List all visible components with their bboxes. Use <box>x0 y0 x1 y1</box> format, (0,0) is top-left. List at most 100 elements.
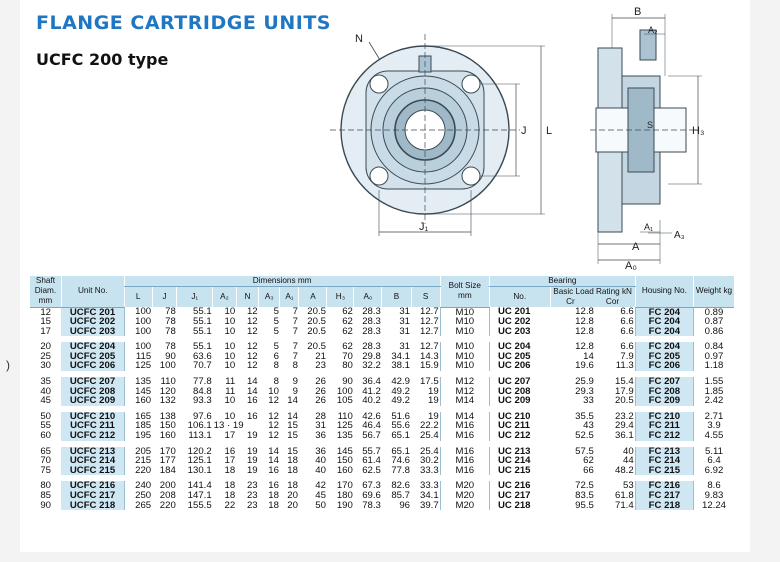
side-cartridge <box>639 29 657 61</box>
dim-a-cell: 20.5 <box>307 325 326 337</box>
dim-a0-cell: 78.3 <box>362 499 381 511</box>
dim-l-cell: 220 <box>123 466 153 476</box>
dim-a2-cell: 10 <box>224 350 236 362</box>
dim-l-cell: 165 <box>123 412 153 422</box>
load-cr-cell: 29.3 <box>575 385 594 397</box>
dim-h3-cell: 62 <box>342 341 353 353</box>
dim-s-cell: 12.7 <box>419 325 439 337</box>
housing-no-cell: FC 210 <box>634 412 694 422</box>
dim-l-cell: 115 <box>123 352 153 362</box>
side-view <box>590 14 702 264</box>
dim-a-cell: 36 <box>315 445 326 457</box>
dim-a-cell: 26 <box>315 385 326 397</box>
bearing-no-cell: UC 213 <box>488 447 551 457</box>
dim-a0-cell: 40.2 <box>362 395 381 407</box>
page-subtitle: UCFC 200 type <box>36 50 169 69</box>
unit-no-cell: UCFC 208 <box>61 387 125 397</box>
dim-j-cell: 160 <box>159 430 176 442</box>
dim-j-cell: 120 <box>159 385 176 397</box>
label-a0: A₀ <box>625 260 637 272</box>
dim-a3-cell: 14 <box>268 455 279 467</box>
dim-b-cell: 31 <box>399 316 411 328</box>
label-s: S <box>647 120 653 130</box>
dim-a1-cell: 14 <box>287 395 298 407</box>
bolt-size-cell: M10 <box>439 342 490 352</box>
weight-cell: 6.92 <box>692 466 734 476</box>
bolt-size-cell: M16 <box>439 431 490 441</box>
dim-a-cell: 42 <box>315 480 326 492</box>
bearing-no-cell: UC 204 <box>488 342 551 352</box>
label-h3: H₃ <box>692 125 704 137</box>
shaft-cell: 80 <box>40 480 52 492</box>
dim-h3-cell: 62 <box>342 306 353 318</box>
dim-h3-cell: 145 <box>336 445 353 457</box>
unit-no-cell: UCFC 212 <box>61 431 125 441</box>
bolt-hole-tr <box>461 74 481 94</box>
label-a1: A₁ <box>644 222 653 232</box>
dim-s-cell: 25.4 <box>419 445 439 457</box>
unit-no-cell: UCFC 203 <box>61 327 125 337</box>
header-dim-j: J <box>151 286 177 307</box>
load-cr-cell: 12.8 <box>575 306 594 318</box>
dim-j-cell: 138 <box>159 410 176 422</box>
dim-a3-cell: 8 <box>273 376 279 388</box>
dim-j1-cell: 55.1 <box>192 316 212 328</box>
housing-no-cell: FC 215 <box>634 466 694 476</box>
unit-no-cell: UCFC 210 <box>61 412 125 422</box>
dim-j-cell: 100 <box>159 360 176 372</box>
weight-cell: 0.89 <box>692 307 734 318</box>
dim-j-cell: 170 <box>159 445 176 457</box>
dim-h3-cell: 105 <box>336 395 353 407</box>
dim-a2-cell: 17 <box>224 455 236 467</box>
unit-no-cell: UCFC 215 <box>61 466 125 476</box>
dim-s-cell: 14.3 <box>419 350 439 362</box>
dim-j-cell: 177 <box>159 455 176 467</box>
dim-j1-cell: 55.1 <box>192 306 212 318</box>
housing-no-cell: FC 204 <box>634 327 694 337</box>
dim-a2-cell: 10 <box>224 395 236 407</box>
bolt-size-cell: M10 <box>439 307 490 318</box>
dim-h3-cell: 100 <box>336 385 353 397</box>
dim-b-cell: 34.1 <box>391 350 411 362</box>
bolt-size-cell: M16 <box>439 456 490 466</box>
dim-j1-cell: 77.8 <box>192 376 212 388</box>
unit-no-cell: UCFC 206 <box>61 361 125 372</box>
housing-no-cell: FC 208 <box>634 387 694 397</box>
bearing-no-cell: UC 207 <box>488 377 551 387</box>
dim-a3-cell: 16 <box>268 464 279 476</box>
dim-h3-cell: 160 <box>336 464 353 476</box>
weight-cell: 12.24 <box>692 500 734 511</box>
load-cr-cell: 57.5 <box>575 445 594 457</box>
housing-no-cell: FC 217 <box>634 491 694 501</box>
dim-j-cell: 150 <box>159 420 176 432</box>
weight-cell: 1.55 <box>692 377 734 387</box>
dim-b-cell: 49.2 <box>391 385 411 397</box>
dim-n-cell: 19 <box>246 455 258 467</box>
housing-no-cell: FC 213 <box>634 447 694 457</box>
load-cr-cell: 19.6 <box>575 360 594 372</box>
shaft-cell: 15 <box>40 316 52 328</box>
dim-a-cell: 20.5 <box>307 316 326 328</box>
dim-a-cell: 40 <box>315 455 326 467</box>
dim-a2-cell: 18 <box>224 480 236 492</box>
dim-a2-cell: 18 <box>224 464 236 476</box>
housing-no-cell: FC 218 <box>634 500 694 511</box>
technical-drawing: N J L J₁ B A₂ S H₃ A₁ A₃ A A₀ <box>330 6 704 272</box>
dim-b-cell: 65.1 <box>391 430 411 442</box>
dim-n-cell: 12 <box>246 306 258 318</box>
dim-a0-cell: 61.4 <box>362 455 381 467</box>
shaft-cell: 25 <box>40 350 52 362</box>
dim-b-cell: 51.6 <box>391 410 411 422</box>
dim-a0-cell: 67.3 <box>362 480 381 492</box>
dim-l-cell: 240 <box>123 481 153 491</box>
load-cor-cell: 6.6 <box>620 306 634 318</box>
housing-no-cell: FC 204 <box>634 317 694 327</box>
load-cr-cell: 33 <box>583 395 594 407</box>
dim-j1-cell: 120.2 <box>187 445 212 457</box>
unit-no-cell: UCFC 207 <box>61 377 125 387</box>
header-cor: Cor <box>605 297 620 306</box>
dim-a1-cell: 7 <box>292 316 298 328</box>
